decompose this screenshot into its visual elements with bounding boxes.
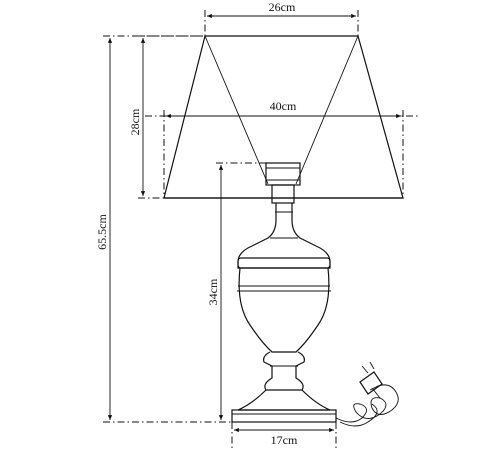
dimension-top-width: 26cm	[204, 0, 359, 36]
dimension-shade-height: 28cm	[128, 35, 205, 199]
power-cord	[335, 384, 399, 427]
top-width-label: 26cm	[269, 0, 296, 14]
dimension-shade-width: 40cm	[145, 99, 420, 198]
lamp-shade	[163, 35, 404, 199]
shade-width-label: 40cm	[270, 99, 297, 113]
lamp-base	[231, 203, 337, 423]
dimension-base-height: 34cm	[206, 162, 266, 420]
shade-height-label: 28cm	[128, 108, 142, 135]
total-height-label: 65.5cm	[95, 214, 109, 250]
dimension-base-width: 17cm	[231, 422, 337, 448]
base-height-label: 34cm	[206, 278, 220, 305]
lamp-socket	[265, 162, 301, 204]
base-width-label: 17cm	[271, 433, 298, 447]
power-plug	[359, 361, 383, 399]
dimension-total-height: 65.5cm	[95, 35, 232, 423]
